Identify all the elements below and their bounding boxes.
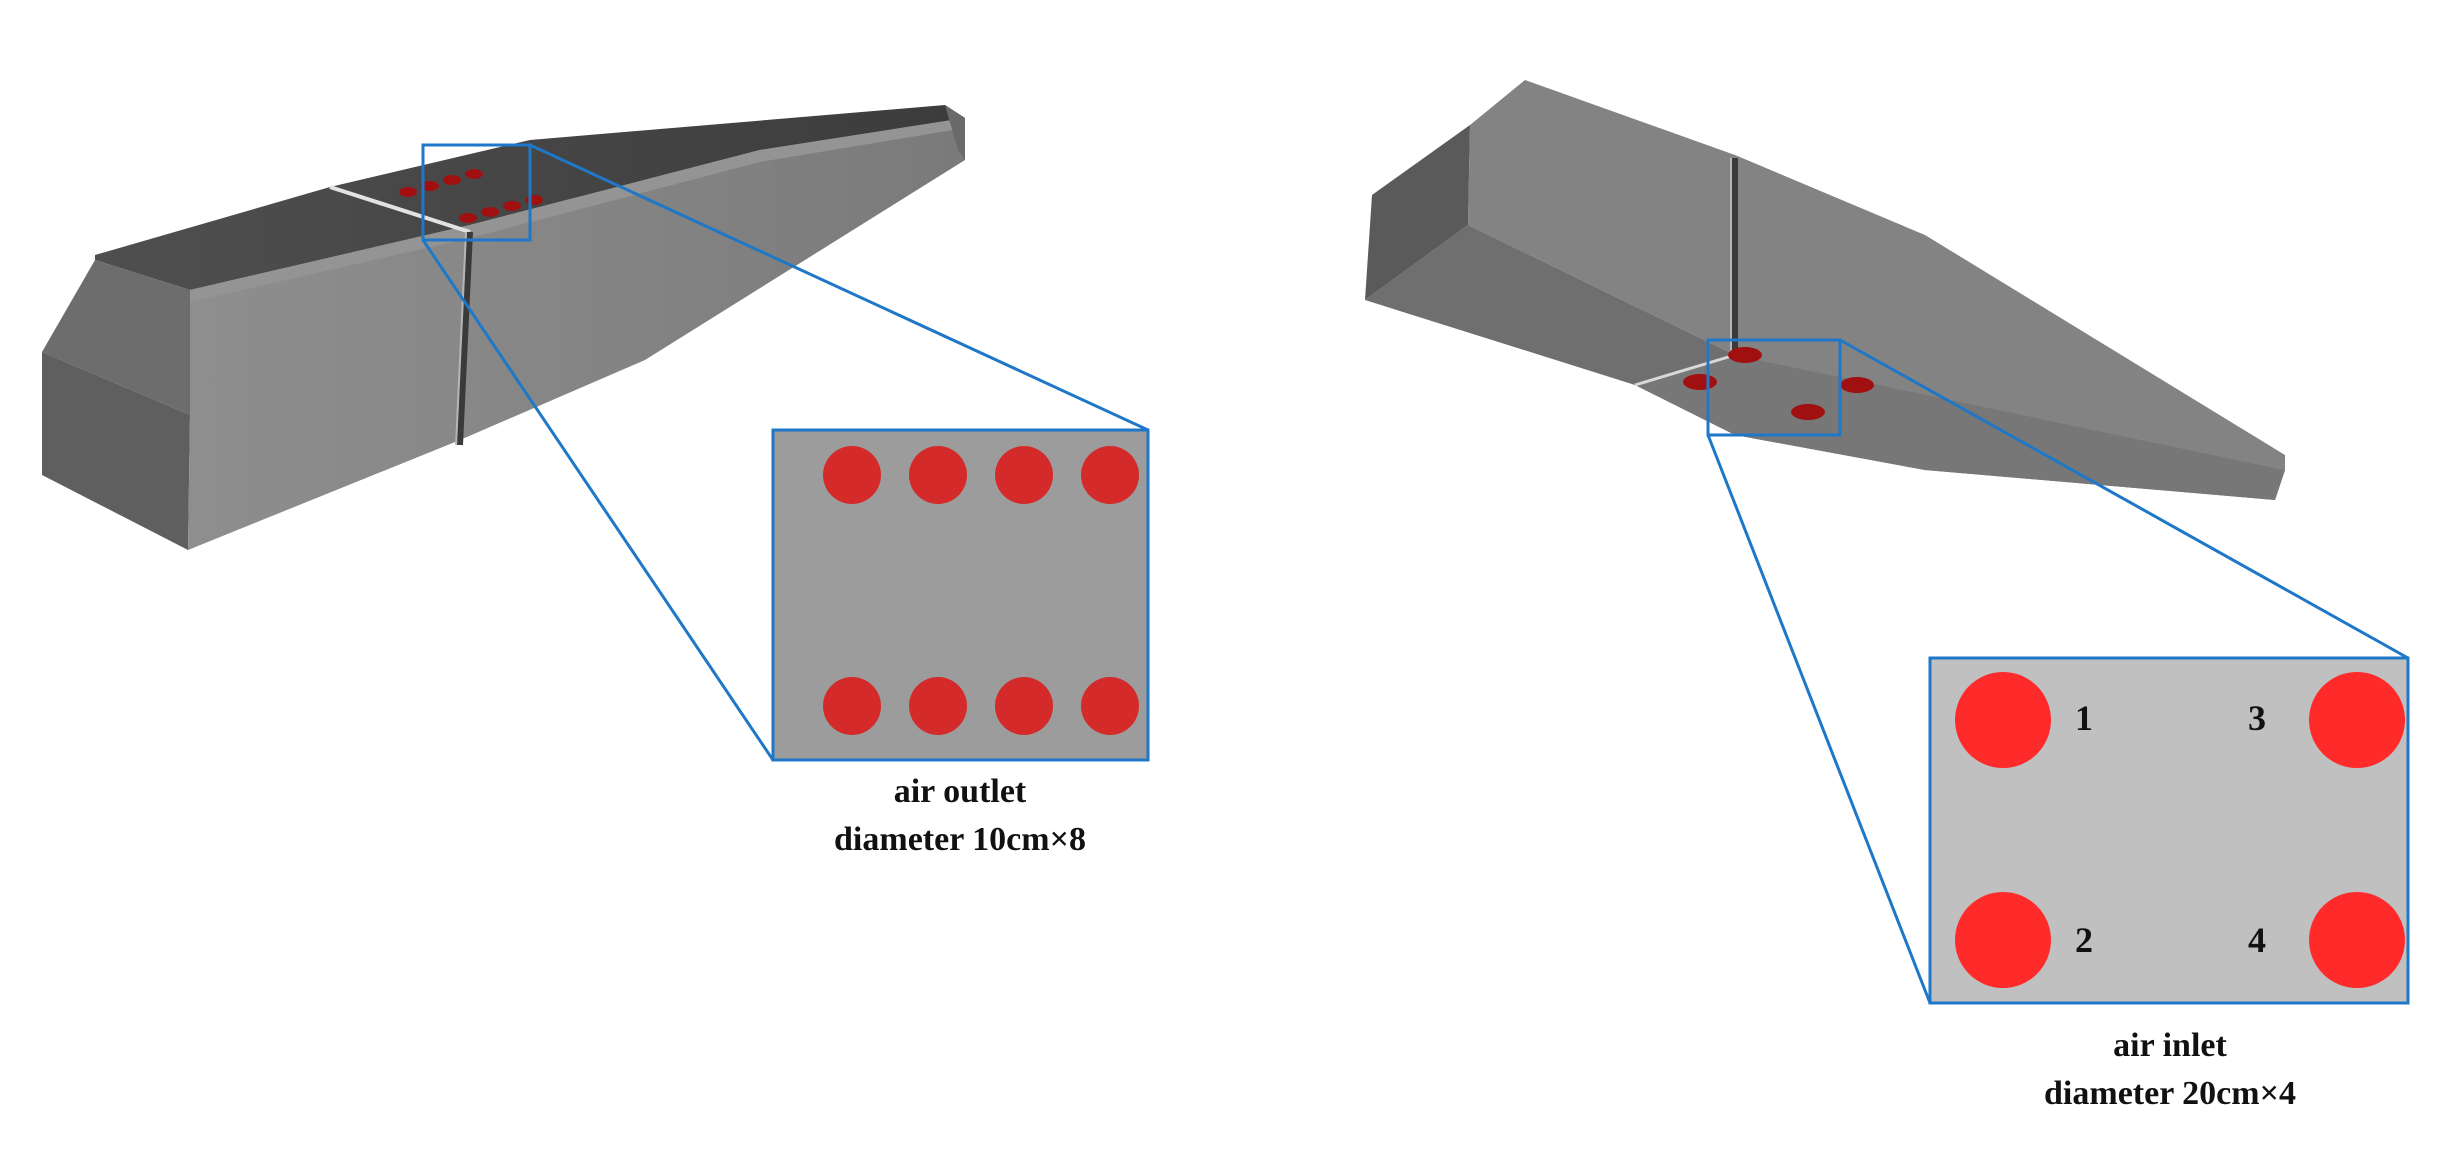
left-body-gap-2b — [455, 231, 467, 446]
outlet-panel-hole-top-1 — [823, 446, 881, 504]
inlet-callout-line-top — [1839, 338, 2409, 660]
left-train-body — [42, 105, 965, 550]
inlet-hole-4 — [1791, 404, 1825, 420]
outlet-caption: air outlet diameter 10cm×8 — [760, 768, 1160, 864]
inlet-hole-3 — [1840, 377, 1874, 393]
inlet-focus-box — [1706, 338, 1842, 437]
inlet-caption-title: air inlet — [2113, 1027, 2227, 1064]
left-body-gap-2 — [457, 231, 473, 446]
outlet-caption-diameter: diameter 10cm×8 — [834, 821, 1086, 858]
left-body-gap-1 — [329, 185, 471, 234]
inlet-hole-label-1: 1 — [2075, 698, 2093, 738]
inlet-callout-line-bottom — [1706, 434, 1932, 1004]
outlet-hole-bottom-4 — [525, 195, 543, 205]
outlet-hole-bottom-1 — [459, 213, 477, 223]
inlet-hole-label-2: 2 — [2075, 920, 2093, 960]
outlet-panel-hole-top-2 — [909, 446, 967, 504]
left-body-front-face — [42, 352, 190, 550]
outlet-panel-hole-top-3 — [995, 446, 1053, 504]
outlet-panel-hole-bottom-3 — [995, 677, 1053, 735]
left-body-outlet-holes — [399, 169, 543, 223]
inlet-hole-2 — [1683, 374, 1717, 390]
outlet-hole-bottom-2 — [481, 207, 499, 217]
left-body-front-chamfer — [42, 260, 190, 415]
outlet-panel-hole-bottom-1 — [823, 677, 881, 735]
inlet-panel-holes — [1955, 672, 2405, 988]
outlet-hole-top-1 — [399, 187, 417, 197]
right-train-body — [1365, 80, 2285, 500]
inlet-hole-1 — [1728, 347, 1762, 363]
outlet-hole-top-3 — [443, 175, 461, 185]
left-body-side-band — [190, 118, 965, 302]
right-body-under-face — [1635, 355, 2285, 500]
right-body-upper-face — [1468, 80, 2285, 470]
inlet-hole-label-3: 3 — [2248, 698, 2266, 738]
right-body-rear-face — [1365, 125, 1470, 300]
outlet-panel-hole-bottom-2 — [909, 677, 967, 735]
right-body-gap-under — [1634, 353, 1736, 387]
outlet-caption-title: air outlet — [893, 773, 1027, 810]
inlet-caption-diameter: diameter 20cm×4 — [2044, 1075, 2296, 1112]
outlet-panel-hole-top-4 — [1081, 446, 1139, 504]
inlet-panel-hole-3 — [2309, 672, 2405, 768]
inlet-hole-label-4: 4 — [2248, 920, 2266, 960]
outlet-panel-holes — [823, 446, 1139, 735]
inlet-caption: air inlet diameter 20cm×4 — [1970, 1022, 2370, 1118]
outlet-panel-hole-bottom-4 — [1081, 677, 1139, 735]
outlet-hole-top-4 — [465, 169, 483, 179]
left-body-side-face — [188, 118, 965, 550]
outlet-hole-top-2 — [421, 181, 439, 191]
inlet-zoom-panel: 1 2 3 4 — [1928, 656, 2410, 1005]
outlet-zoom-panel — [771, 428, 1150, 762]
outlet-callout-line-top — [529, 143, 1149, 432]
inlet-panel-hole-4 — [2309, 892, 2405, 988]
outlet-focus-box — [421, 143, 532, 242]
outlet-callout-line-bottom — [421, 239, 775, 761]
outlet-hole-bottom-3 — [503, 201, 521, 211]
inlet-panel-hole-2 — [1955, 892, 2051, 988]
inlet-panel-hole-1 — [1955, 672, 2051, 768]
left-body-nose — [945, 105, 965, 160]
